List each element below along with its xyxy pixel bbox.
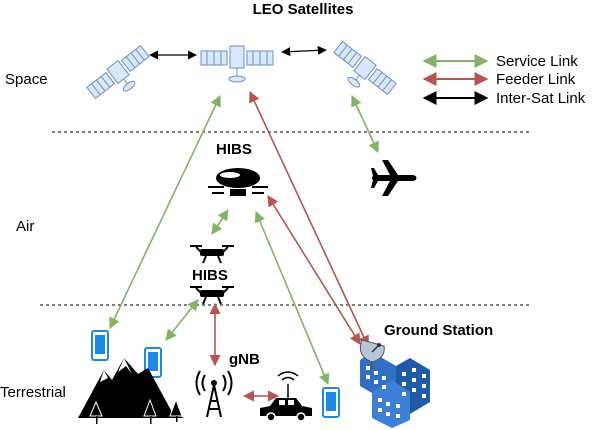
feeder-link-sat-groundstation — [249, 90, 369, 348]
satellite-icon — [200, 45, 274, 83]
car-icon — [260, 371, 312, 422]
layer-label-terrestrial: Terrestrial — [0, 384, 66, 401]
phone-icon — [322, 387, 340, 418]
node-label-hibs-drone: HIBS — [192, 267, 228, 284]
mountain-icon — [78, 358, 184, 424]
feeder-link-hibs-groundstation — [267, 195, 361, 345]
antenna-icon — [195, 370, 233, 418]
diagram-title: LEO Satellites — [252, 1, 354, 18]
drone-icon — [190, 286, 234, 305]
legend-label-intersat: Inter-Sat Link — [496, 90, 586, 107]
satellite-icon — [86, 44, 150, 100]
layer-label-air: Air — [16, 218, 35, 235]
node-label-ground-station: Ground Station — [384, 322, 494, 339]
drone-icon — [190, 245, 234, 264]
airplane-icon — [371, 160, 417, 196]
node-label-gnb: gNB — [229, 351, 260, 368]
intersat-link-right — [281, 45, 327, 57]
airship-icon — [208, 168, 268, 196]
service-link-hibs-drone — [211, 209, 229, 235]
service-link-sat-phone-left — [109, 94, 221, 330]
node-label-hibs-airship: HIBS — [216, 141, 252, 158]
legend-label-service: Service Link — [496, 53, 578, 70]
layer-label-space: Space — [5, 71, 48, 88]
legend-label-feeder: Feeder Link — [496, 71, 576, 88]
ground-station-icon — [359, 339, 430, 428]
satellite-icon — [333, 40, 397, 96]
phone-icon — [91, 330, 109, 361]
service-link-drone-phone — [165, 299, 199, 341]
phone-icon — [144, 347, 162, 378]
service-link-sat-airplane — [351, 94, 379, 154]
